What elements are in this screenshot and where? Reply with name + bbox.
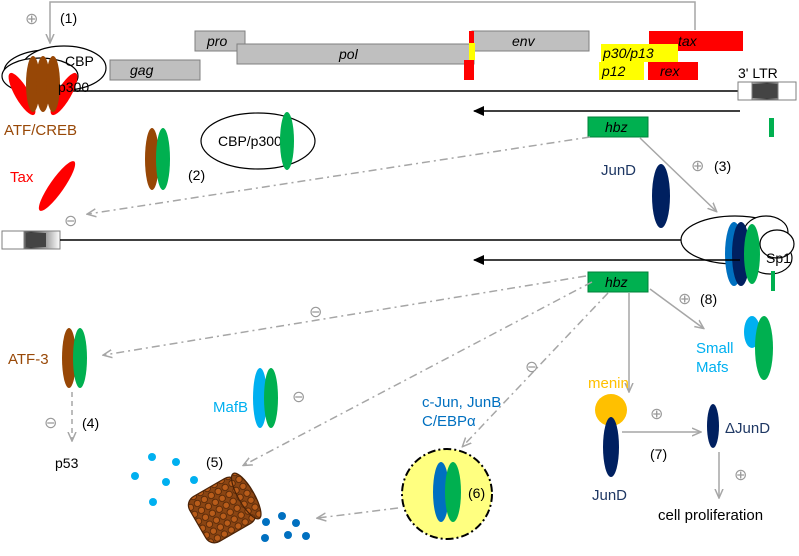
p300-label-top: p300 (58, 79, 89, 95)
mafb-label: MafB (213, 399, 248, 416)
jund-protein-top (652, 164, 670, 228)
minus-sign-atf3: ⊖ (309, 304, 322, 321)
minus-sign-cjun: ⊖ (525, 359, 538, 376)
pro-gene (194, 30, 246, 52)
tax-protein-free (38, 161, 76, 211)
step-5-label: (5) (206, 454, 223, 470)
tax-feedback-arrow (50, 1, 696, 42)
hbz-activates-small-mafs-arrow (649, 288, 703, 328)
tax-label: Tax (10, 169, 34, 186)
jund-bottom-label: JunD (592, 487, 627, 504)
atf3-protein (62, 328, 76, 388)
delta-jund-label: ΔJunD (725, 420, 770, 437)
hbz-exon-top (769, 118, 774, 137)
step-3-label: (3) (714, 158, 731, 174)
step-4-label: (4) (82, 415, 99, 431)
degraded-peptides-left (131, 453, 198, 506)
hbz-inhibits-atf3-arrow (104, 275, 587, 355)
atf-creb-protein-1 (26, 56, 40, 112)
delta-jund-protein (707, 404, 719, 448)
mafb-protein (253, 368, 267, 428)
yellow-segment-a (469, 43, 475, 60)
genome-genes: gag pro pol env tax p30/p13 p12 rex (109, 30, 743, 81)
sp1-jund-hbz-complex (680, 215, 795, 286)
step-2-label: (2) (188, 167, 205, 183)
step-8-label: (8) (700, 291, 717, 307)
env-label: env (512, 33, 536, 49)
hbz-gene-bottom (587, 271, 649, 293)
cbp-label-top: CBP (65, 53, 94, 69)
plus-sign-1: ⊕ (25, 11, 38, 28)
atf-creb-protein-2 (36, 56, 50, 112)
gag-label: gag (130, 62, 154, 78)
hbz-bottom-label: hbz (605, 274, 628, 290)
pol-label: pol (338, 46, 359, 62)
hbz-protein-mafb (264, 368, 278, 428)
cbp-p300-atf-creb-complex (1, 45, 107, 116)
hbz-inhibits-tax-arrow (88, 136, 591, 214)
atf-creb-protein-3 (46, 56, 60, 112)
rex-label: rex (660, 63, 680, 79)
step-1-label: (1) (60, 10, 77, 26)
small-mafs-label-2: Mafs (696, 359, 729, 376)
pro-label: pro (206, 33, 227, 49)
menin-protein (595, 394, 627, 426)
hbz-protein-atf3 (73, 328, 87, 388)
cbp-p300-middle-label: CBP/p300 (218, 133, 282, 149)
cjun-protein-in-circle (433, 462, 449, 522)
minus-sign-4: ⊖ (44, 415, 57, 432)
minus-sign-tax: ⊖ (64, 213, 77, 230)
hbz-inhibits-cjun-arrow (463, 292, 609, 446)
creb-hbz-dimer-brown (145, 128, 159, 190)
ltr-label: 3' LTR (738, 65, 778, 81)
hbz-protein-small-maf (755, 316, 773, 380)
sp1-label: Sp1 (766, 250, 791, 266)
p12-gene (599, 62, 644, 80)
gag-gene (109, 59, 201, 81)
p30-p13-gene (601, 44, 678, 62)
jund-protein-bottom (603, 417, 619, 477)
rex-gene (648, 62, 698, 80)
cjun-label-2: C/EBPα (422, 413, 476, 430)
menin-label: menin (588, 375, 629, 392)
creb-hbz-dimer-green (156, 128, 170, 190)
hbz-protein-on-cbp (280, 112, 294, 170)
hbz-inhibits-proteasome-arrow (244, 281, 593, 465)
five-prime-ltr (1, 230, 61, 250)
three-prime-ltr (737, 81, 797, 101)
hbz-protein-in-circle (445, 462, 461, 522)
hbz-exon-bottom (771, 271, 775, 291)
atf-creb-label: ATF/CREB (4, 122, 77, 139)
p53-label: p53 (55, 455, 79, 471)
atf3-label: ATF-3 (8, 351, 49, 368)
jund-top-label: JunD (601, 162, 636, 179)
cjun-label-1: c-Jun, JunB (422, 394, 501, 411)
minus-sign-mafb: ⊖ (292, 389, 305, 406)
p30-p13-label: p30/p13 (602, 45, 654, 61)
step-6-label: (6) (468, 485, 485, 501)
proteasome-icon (187, 472, 262, 544)
degraded-peptides-right (261, 512, 310, 542)
plus-sign-3: ⊕ (691, 158, 704, 175)
plus-sign-7: ⊕ (650, 406, 663, 423)
plus-sign-8: ⊕ (678, 291, 691, 308)
env-red-segment (469, 31, 474, 43)
hbz-gene-top (587, 116, 649, 138)
hbz-activates-sp1-arrow (639, 137, 716, 211)
red-segment-b (464, 60, 474, 80)
hbz-top-label: hbz (605, 119, 628, 135)
small-mafs-label-1: Small (696, 340, 734, 357)
circle-to-degradation-arrow (318, 507, 399, 518)
plus-sign-prolif: ⊕ (734, 467, 747, 484)
cell-proliferation-label: cell proliferation (658, 507, 763, 524)
step-7-label: (7) (650, 446, 667, 462)
tax-gene-label: tax (678, 33, 698, 49)
p12-label: p12 (601, 63, 626, 79)
